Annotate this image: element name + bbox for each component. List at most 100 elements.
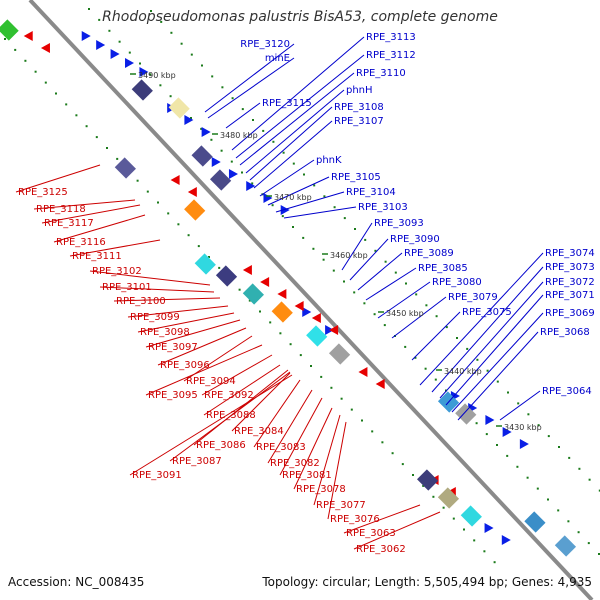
- reverse-gene-connector: [145, 319, 241, 348]
- reverse-gene-label[interactable]: RPE_3111: [72, 251, 122, 262]
- kbp-label: 3440 kbp: [444, 367, 482, 376]
- forward-gene-label[interactable]: RPE_3105: [331, 172, 381, 183]
- forward-gene-label[interactable]: RPE_3080: [432, 277, 482, 288]
- reverse-gene-label[interactable]: RPE_3099: [130, 312, 180, 323]
- forward-gene-label[interactable]: RPE_3108: [334, 102, 384, 113]
- ring-tick: [401, 463, 404, 466]
- reverse-gene-arrow: [277, 289, 287, 299]
- forward-gene-block: [168, 97, 190, 119]
- forward-gene-label[interactable]: RPE_3112: [366, 50, 416, 61]
- ring-tick: [241, 108, 244, 111]
- reverse-gene-label[interactable]: RPE_3100: [116, 296, 166, 307]
- reverse-gene-label[interactable]: RPE_3098: [140, 327, 190, 338]
- forward-gene-label[interactable]: RPE_3075: [462, 307, 512, 318]
- reverse-gene-connector: [193, 369, 289, 446]
- reverse-gene-label[interactable]: RPE_3078: [296, 484, 346, 495]
- ring-tick: [170, 31, 173, 34]
- ring-tick: [34, 70, 37, 73]
- ring-tick: [475, 422, 478, 425]
- reverse-gene-label[interactable]: RPE_3088: [206, 410, 256, 421]
- forward-gene-connector: [445, 294, 544, 406]
- forward-gene-connector: [451, 312, 544, 413]
- reverse-gene-label[interactable]: RPE_3094: [186, 376, 236, 387]
- ring-tick: [312, 247, 315, 250]
- forward-gene-label[interactable]: RPE_3093: [374, 218, 424, 229]
- forward-gene-block: [209, 169, 232, 191]
- forward-gene-label[interactable]: RPE_3079: [448, 292, 498, 303]
- ring-tick: [169, 95, 172, 98]
- forward-gene-label[interactable]: RPE_3110: [356, 68, 406, 79]
- reverse-gene-label[interactable]: RPE_3101: [102, 282, 152, 293]
- ring-tick: [55, 92, 57, 95]
- forward-gene-label[interactable]: RPE_3103: [358, 202, 408, 213]
- reverse-gene-block: [194, 253, 216, 275]
- forward-gene-label[interactable]: RPE_3085: [418, 263, 468, 274]
- ring-tick: [496, 444, 498, 446]
- reverse-gene-label[interactable]: RPE_3097: [148, 342, 198, 353]
- reverse-gene-label[interactable]: RPE_3096: [160, 360, 210, 371]
- forward-gene-label[interactable]: RPE_3071: [545, 290, 595, 301]
- ring-tick: [238, 288, 241, 291]
- forward-gene-label[interactable]: phnH: [346, 85, 373, 96]
- reverse-gene-label[interactable]: RPE_3092: [204, 390, 254, 401]
- reverse-gene-label[interactable]: RPE_3102: [92, 266, 142, 277]
- forward-gene-label[interactable]: RPE_3120: [240, 39, 290, 50]
- reverse-gene-connector: [169, 371, 291, 462]
- forward-gene-label[interactable]: RPE_3074: [545, 248, 595, 259]
- forward-gene-label[interactable]: RPE_3064: [542, 386, 592, 397]
- reverse-gene-label[interactable]: RPE_3062: [356, 544, 406, 555]
- ring-tick: [65, 103, 68, 106]
- kbp-label: 3430 kbp: [504, 423, 542, 432]
- forward-gene-label[interactable]: RPE_3113: [366, 32, 416, 43]
- ring-tick: [106, 147, 108, 149]
- forward-gene-label[interactable]: RPE_3104: [346, 187, 396, 198]
- forward-gene-label[interactable]: RPE_3090: [390, 234, 440, 245]
- reverse-gene-label[interactable]: RPE_3125: [18, 187, 68, 198]
- reverse-gene-label[interactable]: RPE_3095: [148, 390, 198, 401]
- reverse-gene-label[interactable]: RPE_3091: [132, 470, 182, 481]
- reverse-gene-label[interactable]: RPE_3083: [256, 442, 306, 453]
- forward-gene-connector: [499, 390, 541, 421]
- reverse-gene-connector: [327, 421, 347, 520]
- ring-tick: [208, 256, 210, 258]
- reverse-gene-label[interactable]: RPE_3116: [56, 237, 106, 248]
- reverse-gene-label[interactable]: RPE_3076: [330, 514, 380, 525]
- forward-gene-label[interactable]: RPE_3089: [404, 248, 454, 259]
- forward-gene-label[interactable]: RPE_3072: [545, 277, 595, 288]
- forward-gene-label[interactable]: RPE_3115: [262, 98, 312, 109]
- reverse-gene-label[interactable]: RPE_3081: [282, 470, 332, 481]
- reverse-gene-label[interactable]: RPE_3063: [346, 528, 396, 539]
- reverse-gene-label[interactable]: RPE_3082: [270, 458, 320, 469]
- reverse-gene-connector: [15, 164, 101, 193]
- forward-gene-arrow: [485, 415, 495, 425]
- reverse-gene-label[interactable]: RPE_3077: [316, 500, 366, 511]
- ring-tick: [271, 204, 274, 207]
- forward-gene-label[interactable]: RPE_3107: [334, 116, 384, 127]
- ring-tick: [292, 226, 294, 228]
- reverse-gene-label[interactable]: RPE_3084: [234, 426, 284, 437]
- reverse-gene-connector: [267, 389, 313, 464]
- reverse-gene-label[interactable]: RPE_3118: [36, 204, 86, 215]
- forward-gene-arrow: [246, 181, 256, 191]
- label-connectors: [15, 36, 544, 550]
- reverse-gene-connector: [41, 204, 141, 224]
- forward-gene-label[interactable]: phnK: [316, 155, 342, 166]
- forward-gene-connector: [207, 57, 295, 119]
- forward-gene-label[interactable]: RPE_3068: [540, 327, 590, 338]
- reverse-gene-block: [242, 283, 264, 305]
- ring-tick: [146, 190, 149, 193]
- ring-tick: [299, 354, 302, 357]
- forward-gene-label[interactable]: minE: [265, 53, 290, 64]
- reverse-gene-label[interactable]: RPE_3086: [196, 440, 246, 451]
- reverse-gene-label[interactable]: RPE_3117: [44, 218, 94, 229]
- ring-tick: [230, 160, 233, 163]
- forward-gene-label[interactable]: RPE_3073: [545, 262, 595, 273]
- ring-tick: [150, 10, 152, 12]
- forward-gene-connector: [253, 120, 333, 189]
- reverse-gene-label[interactable]: RPE_3087: [172, 456, 222, 467]
- ring-tick: [558, 446, 560, 448]
- forward-gene-connector: [235, 54, 365, 159]
- reverse-gene-connector: [293, 407, 333, 490]
- forward-gene-label[interactable]: RPE_3069: [545, 308, 595, 319]
- ring-tick: [4, 38, 6, 40]
